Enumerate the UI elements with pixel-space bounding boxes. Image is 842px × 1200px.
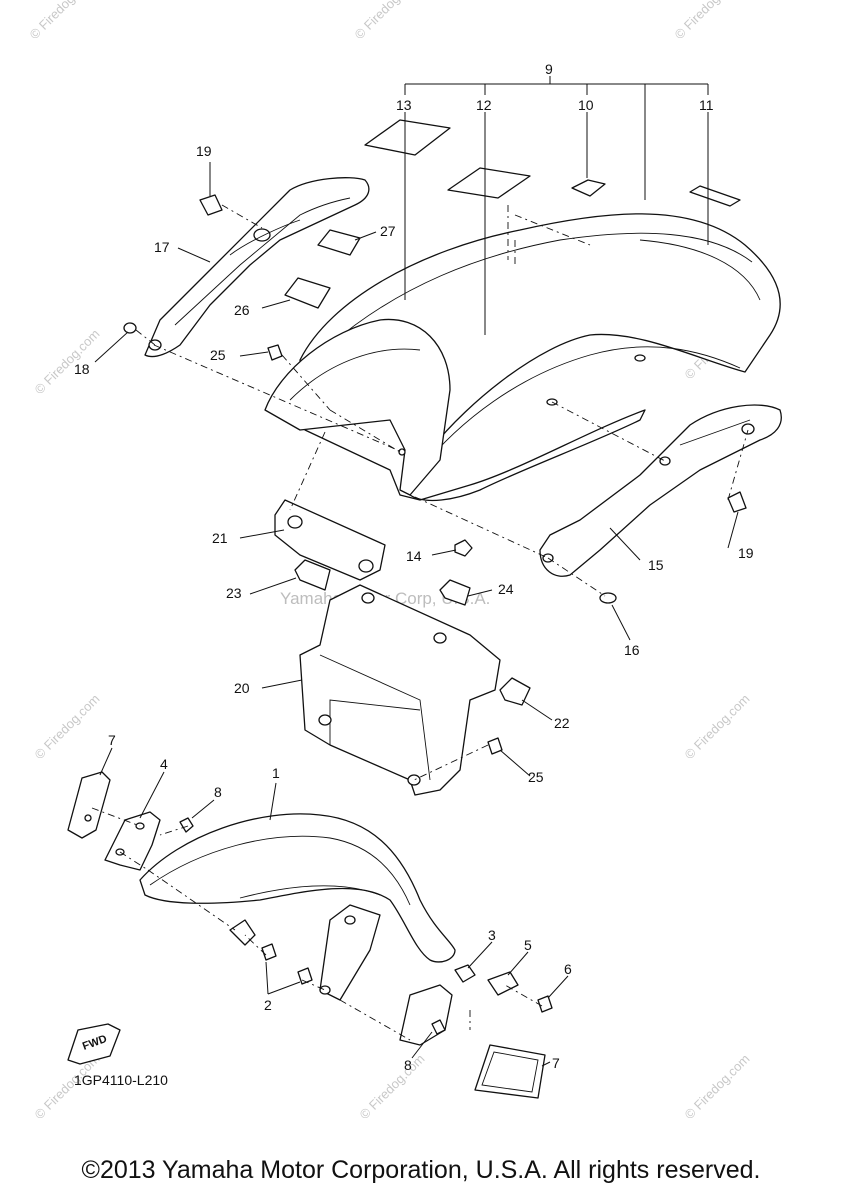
- watermark-firedog: © Firedog.com: [27, 0, 98, 42]
- decal-12: [447, 167, 531, 199]
- callout-bracket-9: [404, 76, 709, 200]
- callout-26: 26: [234, 302, 250, 318]
- bolt-2a: [261, 943, 277, 961]
- nut-8-right: [431, 1019, 446, 1035]
- decal-26: [284, 277, 331, 309]
- callout-25-bottom: 25: [528, 769, 544, 785]
- reflector-7-right: [474, 1044, 546, 1099]
- callout-19-top: 19: [196, 143, 212, 159]
- leader-lines: [94, 112, 739, 1067]
- watermark-firedog: © Firedog.com: [32, 691, 103, 762]
- callout-20: 20: [234, 680, 250, 696]
- callout-3: 3: [488, 927, 496, 943]
- watermark-firedog: © Firedog.com: [682, 691, 753, 762]
- diagram-code: 1GP4110-L210: [74, 1072, 168, 1088]
- callout-17: 17: [154, 239, 170, 255]
- callout-11: 11: [699, 97, 714, 113]
- callout-12: 12: [476, 97, 492, 113]
- bracket-right: [399, 984, 453, 1046]
- bolt-6: [537, 995, 553, 1013]
- callout-8-left: 8: [214, 784, 222, 800]
- callout-22: 22: [554, 715, 570, 731]
- callout-18: 18: [74, 361, 90, 377]
- damper-24: [439, 579, 471, 606]
- reflector-assembly-left: [67, 771, 236, 931]
- bolt-2b: [297, 967, 313, 985]
- decal-10: [571, 179, 606, 197]
- spacer-3: [454, 964, 476, 983]
- rear-fender-flap: [264, 318, 451, 496]
- callout-4: 4: [160, 756, 168, 772]
- decal-11: [689, 185, 741, 207]
- callout-14: 14: [406, 548, 422, 564]
- watermark-firedog: © Firedog.com: [352, 0, 423, 42]
- bolt-19-right: [727, 491, 747, 513]
- callout-16: 16: [624, 642, 640, 658]
- callout-5: 5: [524, 937, 532, 953]
- nut-25-bottom: [487, 737, 503, 755]
- callout-24: 24: [498, 581, 514, 597]
- callouts: 9 13 12 10 11 19 17 27 26 25 18 19 15 16…: [74, 61, 754, 1073]
- callout-7-right: 7: [552, 1055, 560, 1071]
- small-parts: [123, 194, 749, 781]
- bracket-4: [104, 811, 161, 871]
- watermark-firedog: © Firedog.com: [682, 1051, 753, 1122]
- callout-15: 15: [648, 557, 664, 573]
- copyright-footer: ©2013 Yamaha Motor Corporation, U.S.A. A…: [81, 1156, 761, 1184]
- callout-8-right: 8: [404, 1057, 412, 1073]
- callout-7-left: 7: [108, 732, 116, 748]
- nut-25-top: [267, 344, 283, 361]
- damper-22: [499, 677, 531, 706]
- callout-23: 23: [226, 585, 242, 601]
- decal-27: [317, 229, 361, 256]
- plate-21: [274, 499, 386, 581]
- callout-27: 27: [380, 223, 396, 239]
- callout-21: 21: [212, 530, 228, 546]
- bracket-5: [487, 971, 519, 996]
- fender-bracket-20: [274, 499, 501, 796]
- callout-9: 9: [545, 61, 553, 77]
- reflector-assembly-right: [244, 934, 553, 1099]
- callout-6: 6: [564, 961, 572, 977]
- watermarks: Yamaha Motor Corp, U.S.A. © Firedog.com …: [27, 0, 753, 1122]
- watermark-firedog: © Firedog.com: [32, 326, 103, 397]
- decals: [284, 119, 741, 309]
- grommet-16: [599, 592, 617, 604]
- reflector-7-left: [67, 771, 111, 839]
- fwd-arrow: FWD: [67, 1023, 121, 1065]
- damper-23: [294, 559, 331, 591]
- nut-14: [454, 539, 473, 557]
- callout-25-top: 25: [210, 347, 226, 363]
- watermark-firedog: © Firedog.com: [357, 1051, 428, 1122]
- watermark-firedog: © Firedog.com: [672, 0, 743, 42]
- decal-13: [364, 119, 451, 156]
- side-bracket-15: [539, 404, 782, 577]
- callout-1: 1: [272, 765, 280, 781]
- callout-13: 13: [396, 97, 412, 113]
- callout-2: 2: [264, 997, 272, 1013]
- callout-10: 10: [578, 97, 594, 113]
- grommet-18: [123, 322, 137, 334]
- nut-8-left: [179, 817, 194, 833]
- callout-19-right: 19: [738, 545, 754, 561]
- bolt-19-left: [199, 194, 223, 216]
